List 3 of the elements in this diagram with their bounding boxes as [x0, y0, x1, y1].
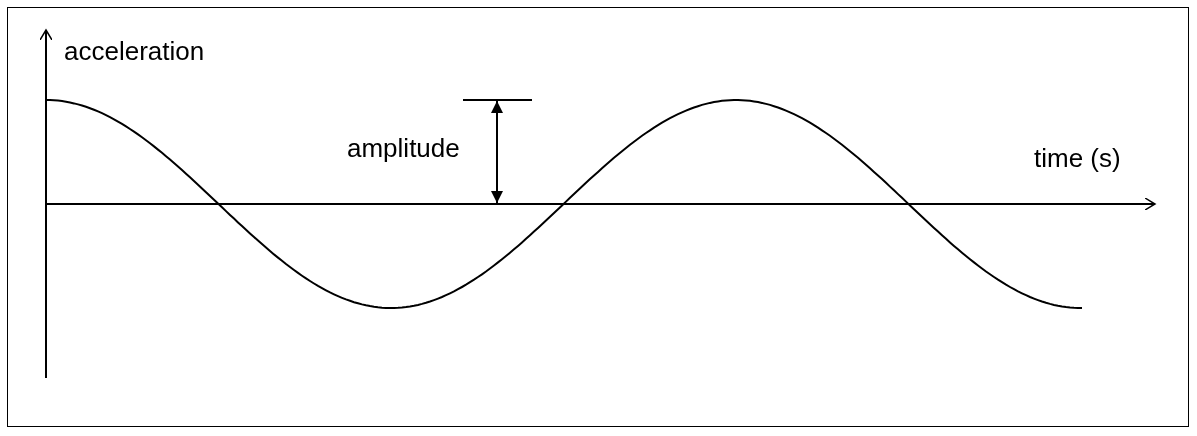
axis-label: acceleration — [64, 38, 205, 64]
axis-label: time (s) — [1034, 145, 1121, 171]
axis-label: amplitude — [347, 135, 460, 161]
